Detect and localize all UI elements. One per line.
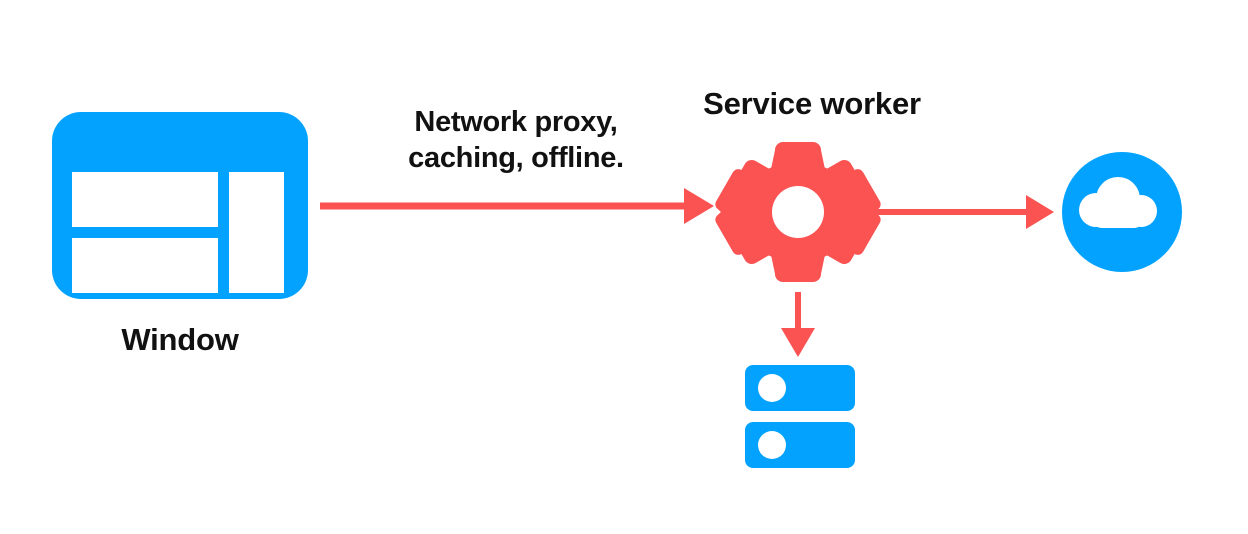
arrowhead-icon [1026, 195, 1054, 229]
arrowhead-icon [781, 328, 815, 357]
window-panel-top-left [72, 172, 218, 227]
gear-icon[interactable] [715, 142, 881, 282]
cloud-icon [1079, 177, 1157, 228]
cloud-node[interactable] [1062, 152, 1182, 272]
edge-label-network-proxy: Network proxy,caching, offline. [370, 105, 662, 177]
gear-hole [772, 186, 824, 238]
edge-service-worker-to-cache [781, 292, 815, 357]
arrowhead-icon [684, 188, 714, 224]
edge-label-line-2: caching, offline. [408, 141, 624, 174]
database-icon [745, 365, 855, 468]
edge-window-to-service-worker [320, 188, 714, 224]
window-node[interactable] [52, 112, 308, 299]
database-indicator-top [758, 374, 786, 402]
window-panel-bottom-left [72, 238, 218, 293]
edge-service-worker-to-cloud [870, 195, 1054, 229]
window-label: Window [121, 322, 239, 357]
database-node[interactable] [745, 365, 855, 468]
edge-label-line-1: Network proxy, [414, 106, 618, 138]
database-indicator-bottom [758, 431, 786, 459]
service-worker-label: Service worker [703, 86, 921, 121]
window-panel-right [229, 172, 284, 293]
